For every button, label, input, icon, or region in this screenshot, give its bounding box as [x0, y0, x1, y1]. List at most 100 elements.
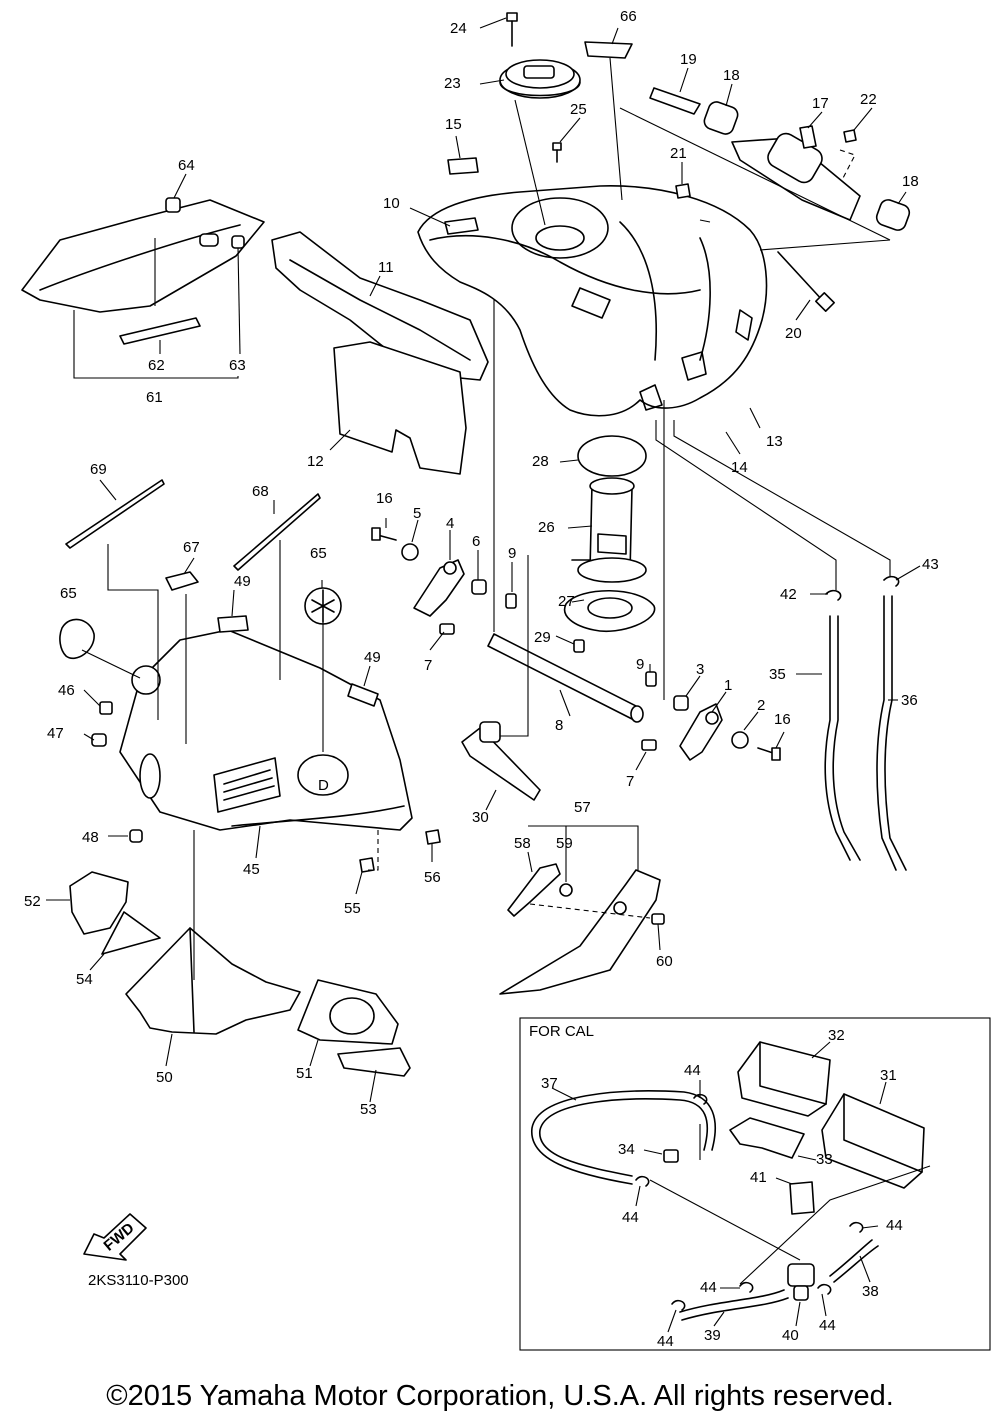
callout-62: 62	[148, 357, 165, 374]
bracket-17	[731, 125, 861, 221]
callout-24: 24	[450, 20, 467, 37]
callout-16a: 16	[376, 490, 393, 507]
callout-9b: 9	[636, 656, 644, 673]
clamp-44e	[671, 1299, 686, 1311]
callout-labels: 1 2 3 4 5 6 7 7 8 9 9 10 11 12 13 14 15 …	[24, 8, 939, 1350]
callout-42: 42	[780, 586, 797, 603]
bolt-9b	[645, 671, 657, 687]
callout-22: 22	[860, 91, 877, 108]
collar-48	[129, 829, 143, 843]
bolt-55	[359, 857, 375, 873]
cap-bolt	[506, 12, 518, 47]
fuel-pump-26	[571, 477, 647, 583]
callout-39: 39	[704, 1327, 721, 1344]
clamp-44c	[849, 1221, 864, 1233]
mount-shaft-8	[487, 633, 644, 723]
fuel-tank	[417, 185, 768, 417]
callout-18a: 18	[723, 67, 740, 84]
clamp-44d	[739, 1281, 754, 1293]
hose-38	[829, 1239, 873, 1277]
callout-65a: 65	[60, 585, 77, 602]
copyright-notice: ©2015 Yamaha Motor Corporation, U.S.A. A…	[106, 1380, 894, 1412]
canister-31	[821, 1093, 925, 1189]
collar-3	[673, 695, 689, 711]
bolt-46	[99, 701, 113, 715]
hose-37	[539, 1098, 708, 1177]
clamp-44b	[635, 1175, 650, 1187]
bracket-1	[679, 703, 723, 761]
valve-40	[787, 1263, 815, 1301]
callout-8: 8	[555, 717, 563, 734]
callout-53: 53	[360, 1101, 377, 1118]
callout-52: 52	[24, 893, 41, 910]
callout-4: 4	[446, 515, 454, 532]
bolt-22	[843, 129, 857, 143]
callout-51: 51	[296, 1065, 313, 1082]
bolt-63	[231, 235, 245, 249]
hose-39	[679, 1289, 785, 1313]
pipe-19	[649, 87, 701, 115]
callout-46: 46	[58, 682, 75, 699]
clip-67	[165, 571, 199, 591]
callout-68: 68	[252, 483, 269, 500]
cover-51	[297, 979, 399, 1045]
o-ring-28	[577, 435, 647, 477]
collar-2	[731, 731, 749, 749]
damper-49a	[217, 615, 249, 633]
callout-37: 37	[541, 1075, 558, 1092]
side-cover-61	[21, 199, 265, 313]
callout-18b: 18	[902, 173, 919, 190]
callout-45: 45	[243, 861, 260, 878]
callout-15: 15	[445, 116, 462, 133]
callout-60: 60	[656, 953, 673, 970]
callout-21: 21	[670, 145, 687, 162]
clamp-42	[825, 589, 842, 601]
bolt-29	[573, 639, 585, 653]
pad-15	[447, 157, 479, 175]
callout-58: 58	[514, 835, 531, 852]
callout-59: 59	[556, 835, 573, 852]
for-cal-inset	[519, 1017, 991, 1351]
callout-26: 26	[538, 519, 555, 536]
bolt-7a	[439, 623, 455, 635]
bracket-4	[413, 559, 465, 617]
canister-32	[737, 1041, 831, 1117]
diagram-code: 2KS3110-P300	[88, 1272, 189, 1289]
callout-30: 30	[472, 809, 489, 826]
collar-5	[401, 543, 419, 561]
callout-14: 14	[731, 459, 748, 476]
callout-63: 63	[229, 357, 246, 374]
callout-44f: 44	[819, 1317, 836, 1334]
hose-30	[461, 721, 541, 801]
callout-34: 34	[618, 1141, 635, 1158]
strip-53	[337, 1047, 411, 1077]
bolt-60	[651, 913, 665, 925]
rubber-18b	[875, 199, 911, 231]
grommet-47	[91, 733, 107, 747]
callout-66: 66	[620, 8, 637, 25]
bolt-16a	[371, 527, 397, 541]
callout-36: 36	[901, 692, 918, 709]
callout-48: 48	[82, 829, 99, 846]
callout-3: 3	[696, 661, 704, 678]
callout-69: 69	[90, 461, 107, 478]
inset-title: FOR CAL	[529, 1023, 595, 1040]
clip-41	[789, 1181, 815, 1215]
gasket-66	[584, 41, 633, 59]
callout-40: 40	[782, 1327, 799, 1344]
collar-6	[471, 579, 487, 595]
clamp-43	[883, 575, 900, 587]
callout-17: 17	[812, 95, 829, 112]
clamp-44f	[817, 1283, 832, 1295]
callout-44c: 44	[886, 1217, 903, 1234]
callout-56: 56	[424, 869, 441, 886]
callout-2: 2	[757, 697, 765, 714]
bolt-7b	[641, 739, 657, 751]
cover-52	[69, 871, 129, 935]
hose-36	[876, 595, 897, 871]
callout-47: 47	[47, 725, 64, 742]
callout-49a: 49	[234, 573, 251, 590]
callout-44b: 44	[622, 1209, 639, 1226]
tank-cover-45	[119, 629, 413, 831]
